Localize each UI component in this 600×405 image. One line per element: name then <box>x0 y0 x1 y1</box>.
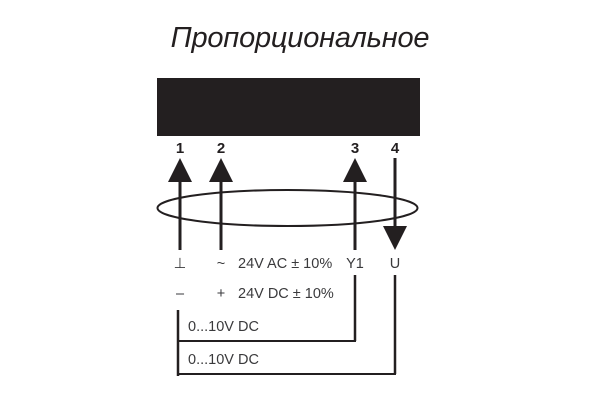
cable-ellipse-icon <box>156 189 419 227</box>
terminal-number-2: 2 <box>216 140 226 157</box>
signal-label-u: U <box>389 256 401 272</box>
page-title: Пропорциональное <box>170 22 430 54</box>
terminal-number-3: 3 <box>350 140 360 157</box>
power-label-dc: 24V DC ± 10% <box>238 286 334 302</box>
actuator-body <box>157 78 420 136</box>
signal-label-y1: Y1 <box>346 256 364 272</box>
signal-label-ac: ~ <box>216 256 226 272</box>
signal-label-plus: + <box>216 286 226 302</box>
signal-connection-label-2: 0...10V DC <box>188 352 259 368</box>
power-label-ac: 24V AC ± 10% <box>238 256 333 272</box>
terminal-number-4: 4 <box>390 140 400 157</box>
arrow-down-icon-4 <box>383 226 407 250</box>
signal-connection-label-1: 0...10V DC <box>188 319 259 335</box>
arrow-up-icon-2 <box>209 158 233 182</box>
arrow-up-icon-3 <box>343 158 367 182</box>
signal-label-ground: ⊥ <box>173 256 187 272</box>
terminal-number-1: 1 <box>175 140 185 157</box>
signal-label-minus: – <box>175 286 185 302</box>
arrow-up-icon-1 <box>168 158 192 182</box>
